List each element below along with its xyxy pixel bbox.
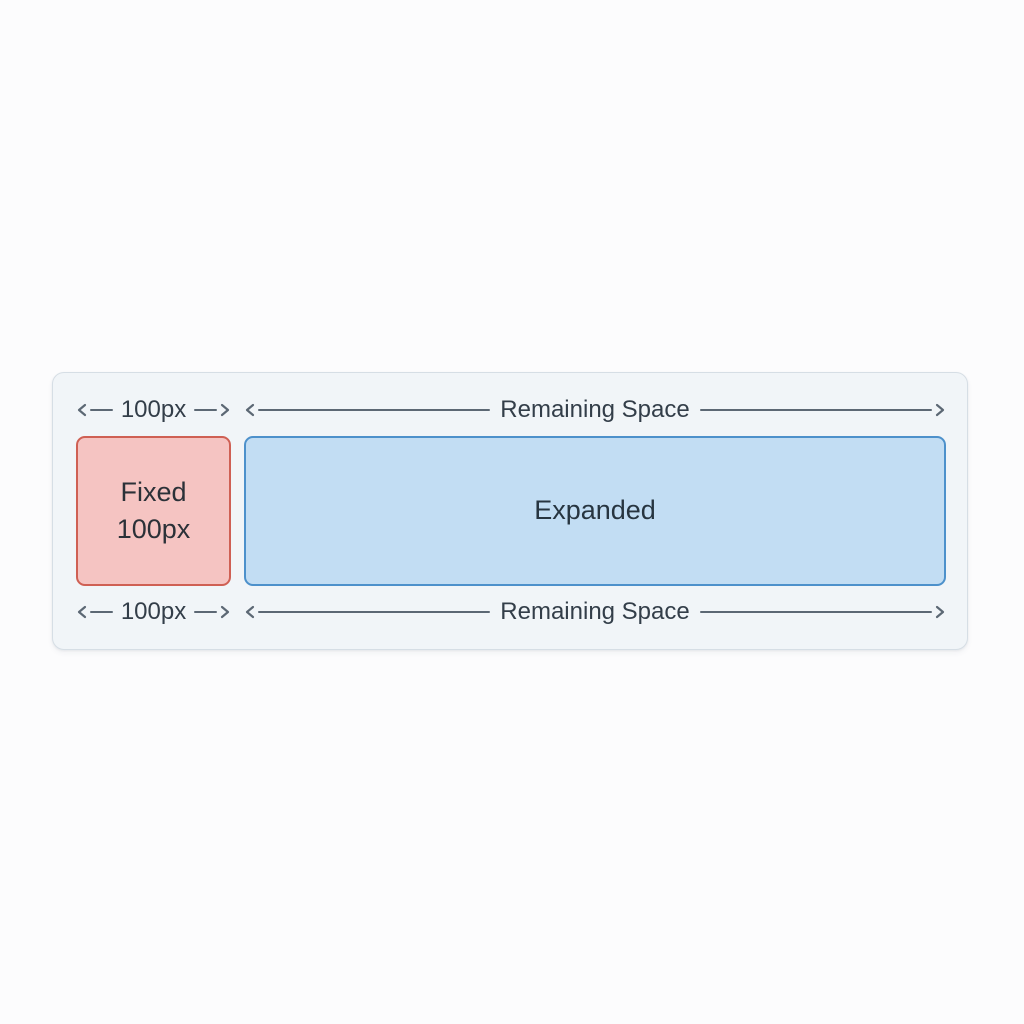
arrow-right-icon xyxy=(194,403,231,417)
measure-row-top: 100px Remaining Space xyxy=(76,397,946,423)
arrow-left-icon xyxy=(76,403,113,417)
measure-top-flex: Remaining Space xyxy=(244,397,946,423)
measure-row-bottom: 100px Remaining Space xyxy=(76,599,946,625)
fixed-width-box: Fixed 100px xyxy=(76,436,231,586)
arrow-right-icon xyxy=(699,403,946,417)
measure-top-flex-label: Remaining Space xyxy=(500,396,690,423)
measure-bottom-fixed-label: 100px xyxy=(120,598,187,625)
measure-top-fixed: 100px xyxy=(76,397,231,423)
expanded-box: Expanded xyxy=(244,436,946,586)
layout-diagram-panel: 100px Remaining Space xyxy=(52,372,968,650)
arrow-right-icon xyxy=(699,605,946,619)
fixed-box-label-line2: 100px xyxy=(116,514,191,544)
arrow-left-icon xyxy=(244,605,491,619)
expanded-box-label: Expanded xyxy=(534,495,656,526)
fixed-box-label-line1: Fixed xyxy=(120,476,187,507)
arrow-right-icon xyxy=(194,605,231,619)
measure-top-fixed-label: 100px xyxy=(120,396,187,423)
measure-bottom-flex: Remaining Space xyxy=(244,599,946,625)
arrow-left-icon xyxy=(76,605,113,619)
measure-bottom-flex-label: Remaining Space xyxy=(500,598,690,625)
measure-bottom-fixed: 100px xyxy=(76,599,231,625)
boxes-row: Fixed 100px Expanded xyxy=(76,436,946,586)
arrow-left-icon xyxy=(244,403,491,417)
